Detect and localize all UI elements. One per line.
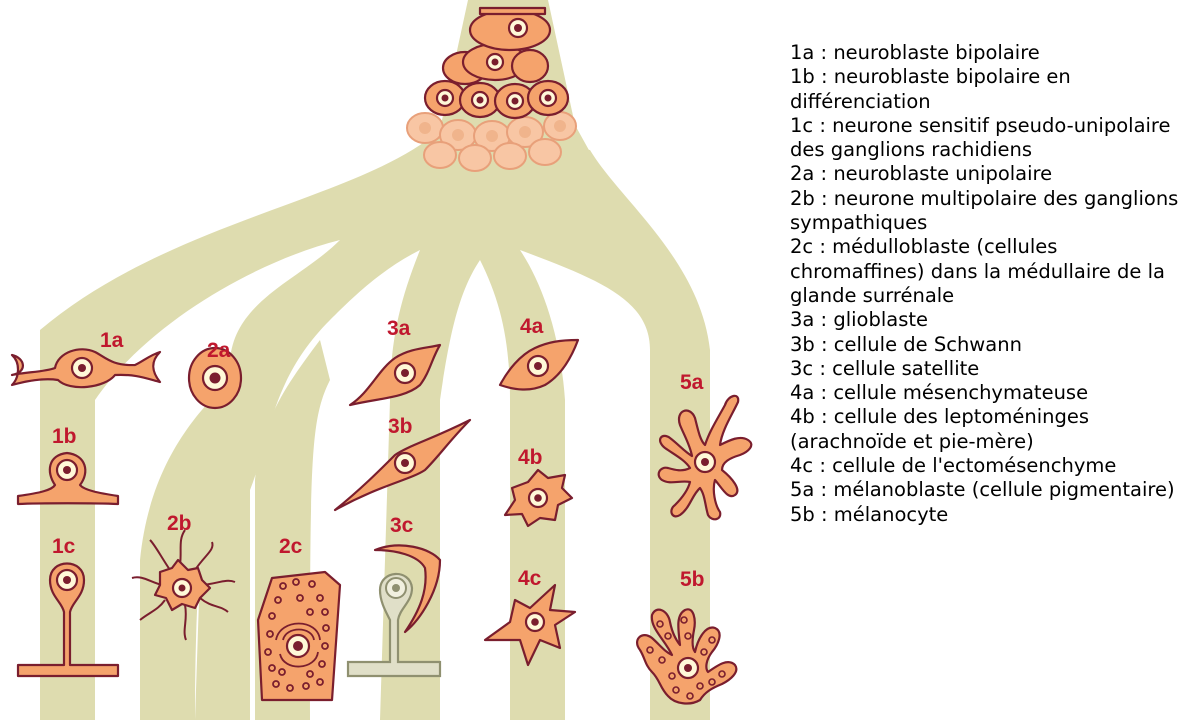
legend-item-4b: 4b : cellule des leptoméninges (arachnoï… (790, 405, 1195, 454)
label-3c: 3c (390, 514, 414, 537)
legend-item-3c: 3c : cellule satellite (790, 357, 1195, 381)
legend-item-3b: 3b : cellule de Schwann (790, 333, 1195, 357)
cell-2c (258, 572, 340, 700)
label-1b: 1b (52, 425, 77, 448)
legend-item-1a: 1a : neuroblaste bipolaire (790, 41, 1195, 65)
lineage-tree (40, 0, 710, 720)
cell-1b (18, 453, 118, 504)
label-5a: 5a (680, 371, 704, 394)
legend-item-2a: 2a : neuroblaste unipolaire (790, 162, 1195, 186)
legend-item-1c: 1c : neurone sensitif pseudo-unipolaire … (790, 114, 1195, 163)
neural-crest-cluster (407, 8, 576, 171)
legend-item-1b: 1b : neuroblaste bipolaire en différenci… (790, 65, 1195, 114)
label-1c: 1c (52, 535, 76, 558)
label-3b: 3b (388, 415, 413, 438)
cell-1c (18, 564, 118, 677)
legend-item-5b: 5b : mélanocyte (790, 503, 1195, 527)
legend-item-5a: 5a : mélanoblaste (cellule pigmentaire) (790, 478, 1195, 502)
legend-item-2c: 2c : médulloblaste (cellules chromaffine… (790, 235, 1195, 308)
legend-item-4c: 4c : cellule de l'ectomésenchyme (790, 454, 1195, 478)
legend-list: 1a : neuroblaste bipolaire 1b : neurobla… (790, 41, 1195, 527)
label-1a: 1a (100, 329, 124, 352)
label-4a: 4a (520, 315, 544, 338)
legend-item-2b: 2b : neurone multipolaire des ganglions … (790, 187, 1195, 236)
legend-item-3a: 3a : glioblaste (790, 308, 1195, 332)
cell-1a (12, 349, 160, 387)
neural-crest-diagram: 1a 1b 1c 2a 2b 2c 3a 3b 3c 4a 4b 4c 5a 5… (0, 0, 770, 720)
label-2b: 2b (167, 512, 192, 535)
label-4b: 4b (518, 446, 543, 469)
label-5b: 5b (680, 568, 705, 591)
label-3a: 3a (387, 317, 411, 340)
label-2c: 2c (279, 535, 303, 558)
label-2a: 2a (207, 339, 231, 362)
label-4c: 4c (518, 567, 542, 590)
legend-item-4a: 4a : cellule mésenchymateuse (790, 381, 1195, 405)
